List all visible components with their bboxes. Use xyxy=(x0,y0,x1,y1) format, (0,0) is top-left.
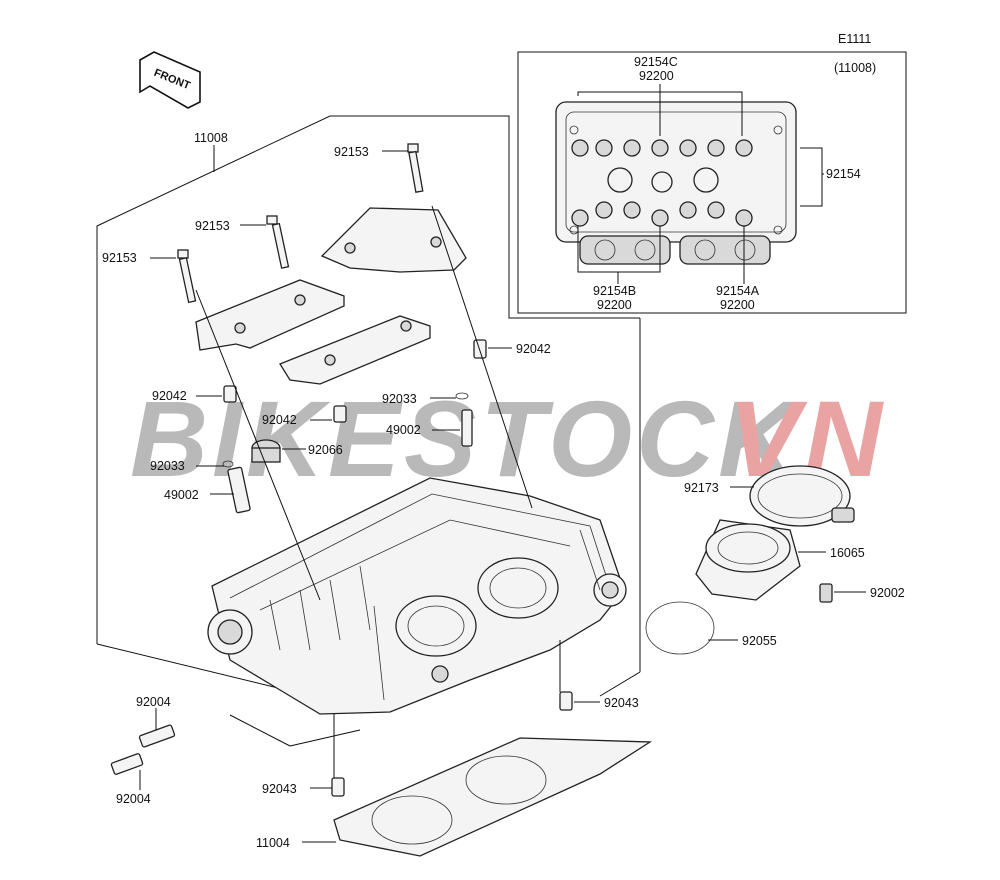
front-arrow-icon: FRONT xyxy=(139,51,201,109)
callout-16065: 16065 xyxy=(830,546,865,560)
small-parts xyxy=(110,339,833,797)
callout-92200-top: 92200 xyxy=(639,69,674,83)
callout-92153-mid: 92153 xyxy=(195,219,230,233)
callout-92042-right: 92042 xyxy=(516,342,551,356)
callout-92042-left: 92042 xyxy=(152,389,187,403)
callout-92154c: 92154C xyxy=(634,55,678,69)
inset-panel: (11008) 92154C 92200 92154 xyxy=(517,51,907,314)
callout-92154a: 92154A xyxy=(716,284,760,298)
callout-92200-bl: 92200 xyxy=(597,298,632,312)
cylinder-head-top-view xyxy=(555,101,797,265)
diagram-code: E1111 xyxy=(838,32,871,46)
callout-92004-bottom: 92004 xyxy=(116,792,151,806)
callout-92154: 92154 xyxy=(826,167,861,181)
callout-92153-left: 92153 xyxy=(102,251,137,265)
callout-49002-right: 49002 xyxy=(386,423,421,437)
callout-92004-top: 92004 xyxy=(136,695,171,709)
callout-92033-right: 92033 xyxy=(382,392,417,406)
callout-92153-top: 92153 xyxy=(334,145,369,159)
callout-92043-right: 92043 xyxy=(604,696,639,710)
callout-92055: 92055 xyxy=(742,634,777,648)
callout-92042-mid: 92042 xyxy=(262,413,297,427)
cylinder-head xyxy=(207,477,627,715)
callout-92033-left: 92033 xyxy=(150,459,185,473)
callout-92200-br: 92200 xyxy=(720,298,755,312)
head-gasket xyxy=(333,737,653,857)
callout-92066: 92066 xyxy=(308,443,343,457)
intake-parts xyxy=(645,465,855,655)
callout-92173: 92173 xyxy=(684,481,719,495)
bolts-92153 xyxy=(177,143,424,304)
assembly-outline xyxy=(96,115,641,747)
leader-lines xyxy=(139,146,866,843)
camshaft-holders xyxy=(195,207,467,385)
callouts: 11008 92153 92153 92153 92042 92042 9204… xyxy=(102,131,905,850)
callout-92154b: 92154B xyxy=(593,284,636,298)
callout-11004: 11004 xyxy=(256,836,290,850)
inset-ref-label: (11008) xyxy=(834,61,876,75)
callout-11008: 11008 xyxy=(194,131,228,145)
callout-92043-left: 92043 xyxy=(262,782,297,796)
callout-92002: 92002 xyxy=(870,586,905,600)
callout-49002-left: 49002 xyxy=(164,488,199,502)
